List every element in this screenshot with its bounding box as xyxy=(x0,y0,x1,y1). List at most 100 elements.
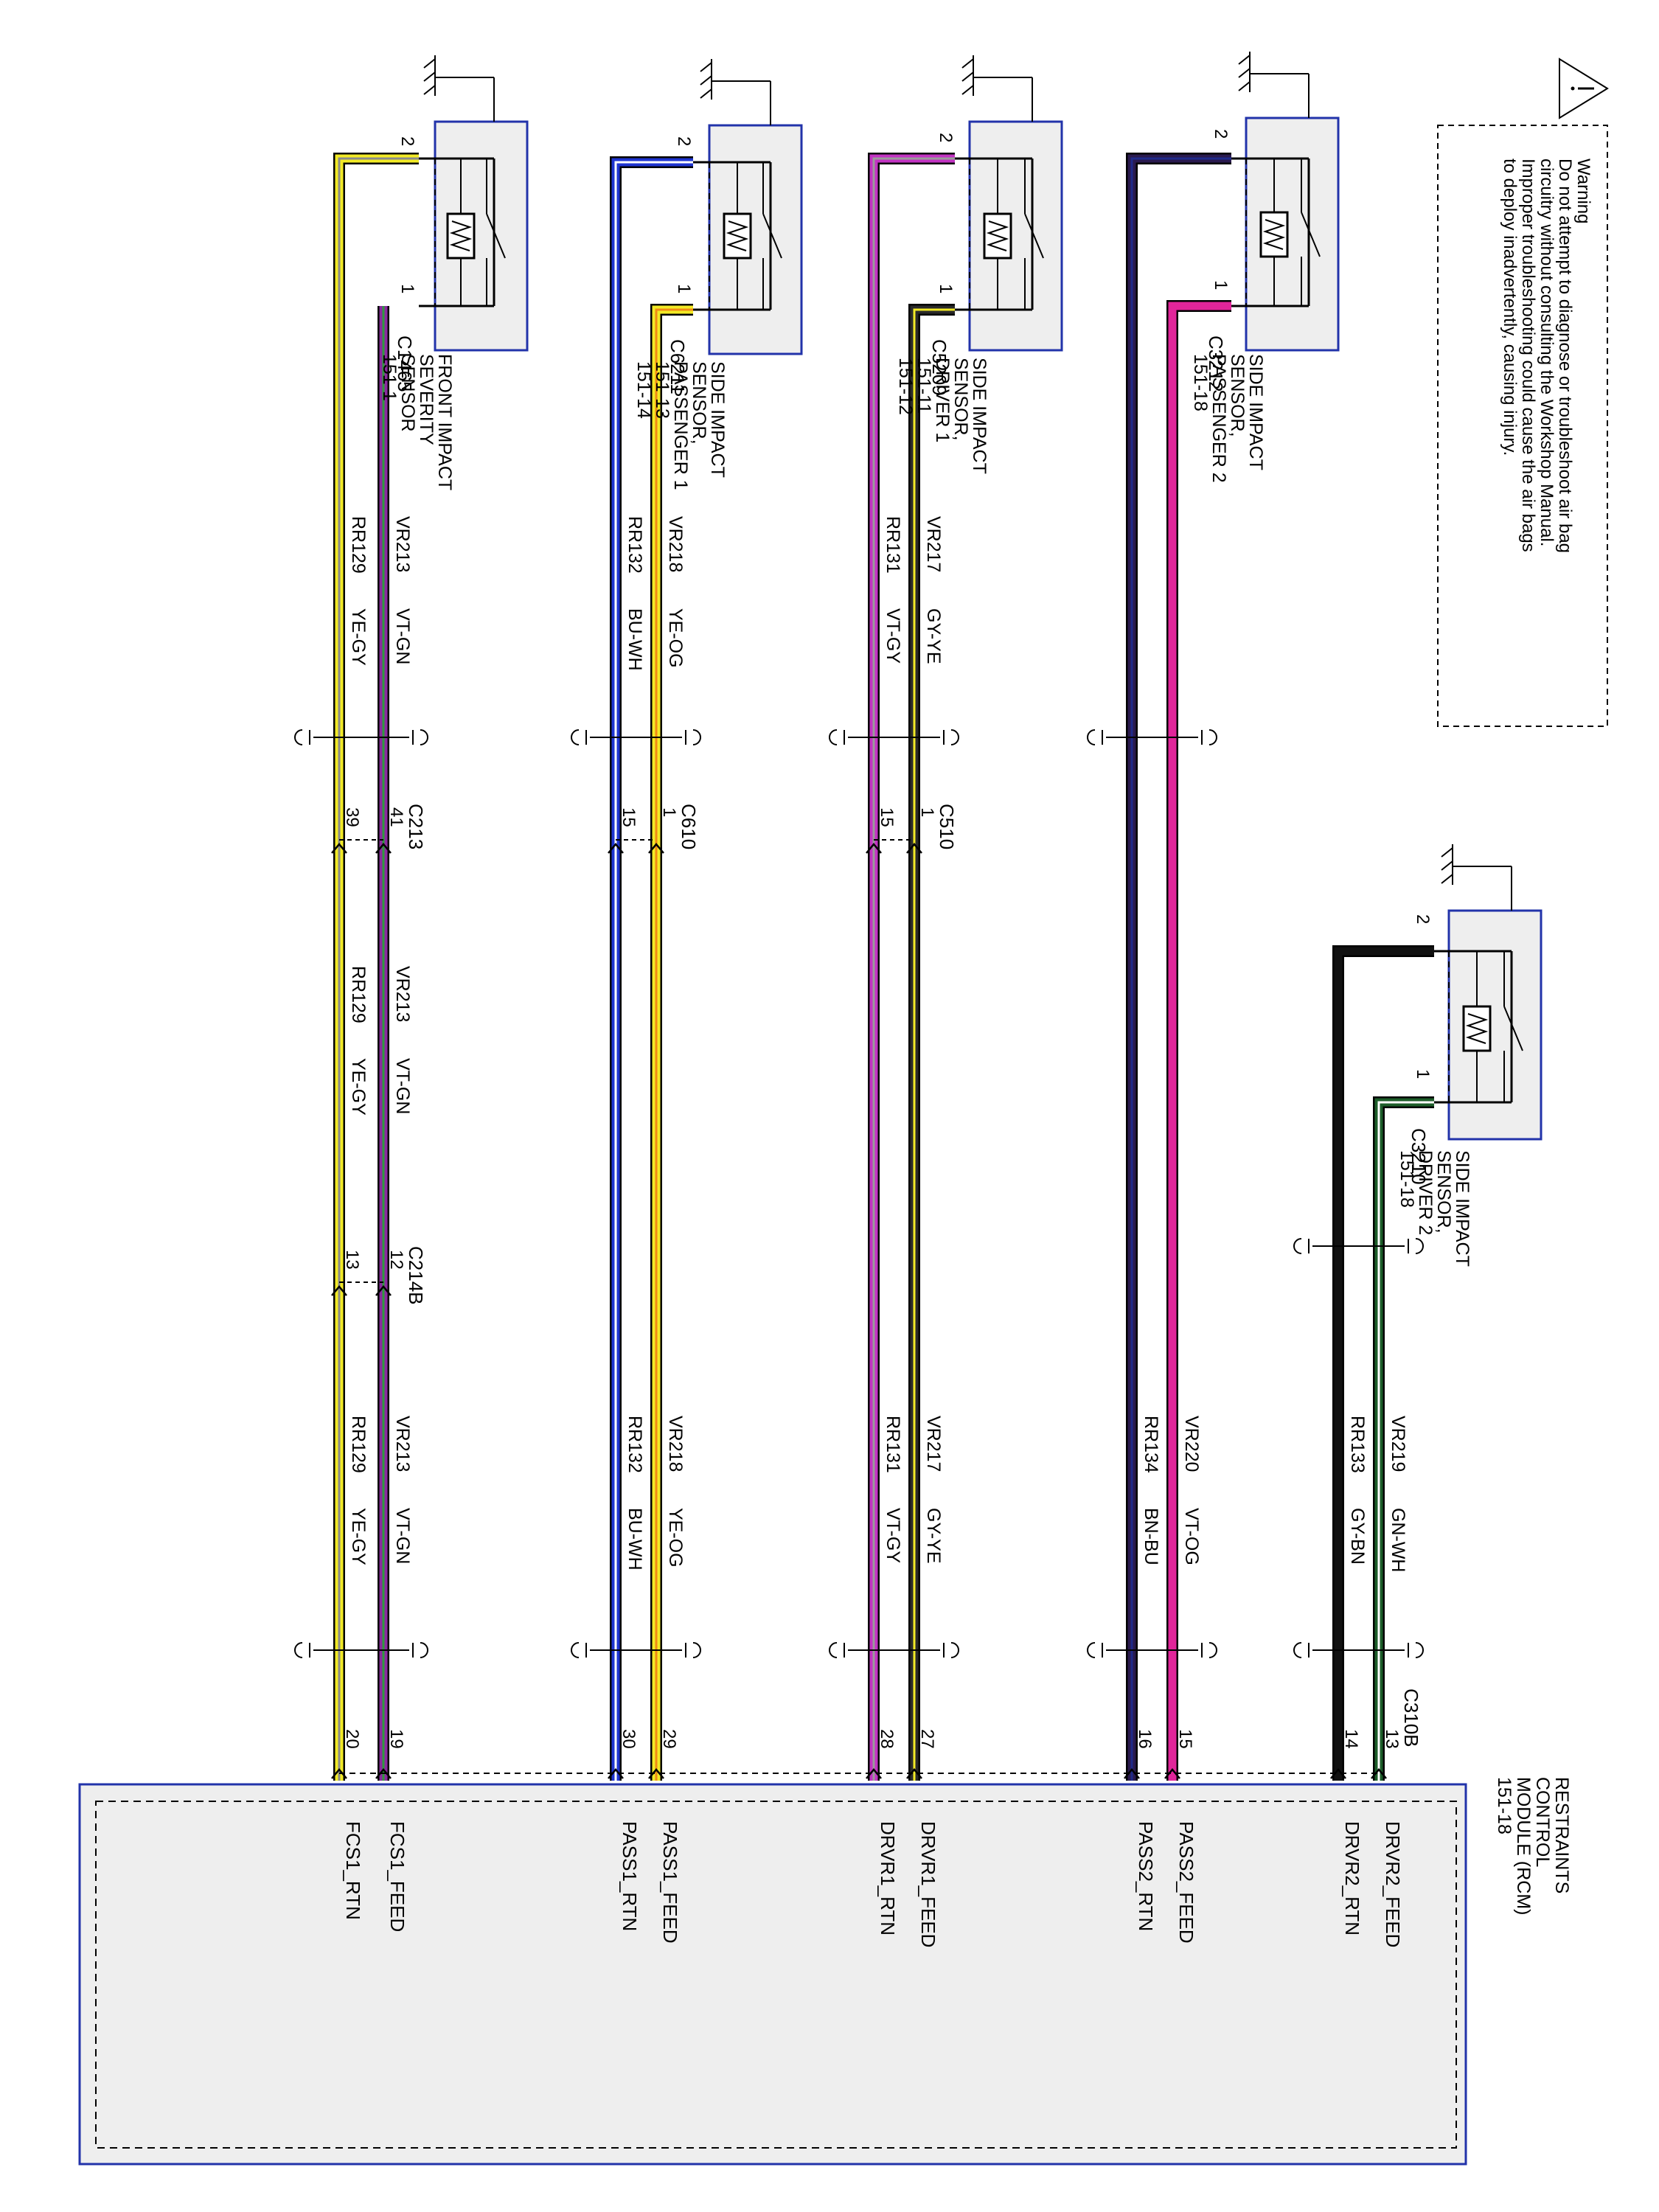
warning-line: circuitry without consulting the Worksho… xyxy=(1537,159,1557,546)
sensor-name-line: 151-18 xyxy=(1190,354,1211,411)
rcm-signal-name: DRVR1_FEED xyxy=(917,1821,939,1947)
connector-break-icon xyxy=(829,729,959,745)
inline-connector-name: C510 xyxy=(936,804,958,849)
sensor-name-line: SENSOR, xyxy=(689,361,709,445)
circuit-label: RR133 xyxy=(1347,1416,1368,1473)
warning-line: Improper troubleshooting could cause the… xyxy=(1518,159,1538,552)
connector-break-icon xyxy=(1087,1642,1217,1658)
pin-label: 1 xyxy=(917,807,937,817)
sensor-name-line: 151-14 xyxy=(633,361,654,419)
rcm-body xyxy=(78,1783,1467,2166)
circuit-label: RR134 xyxy=(1141,1416,1161,1473)
rcm-name-line: 151-18 xyxy=(1494,1777,1514,1834)
connector-break-icon xyxy=(294,1642,428,1658)
circuit-label: RR132 xyxy=(625,1416,645,1473)
circuit-label: RR129 xyxy=(348,966,369,1023)
circuit-label: VR218 xyxy=(665,1416,686,1472)
wire-fill xyxy=(1168,302,1231,1781)
pin-label: 1 xyxy=(659,807,679,817)
ground-icon xyxy=(423,55,436,96)
wire-color-label: VT-GN xyxy=(392,608,413,664)
pin-label: 1 xyxy=(936,284,956,293)
wire-stripe xyxy=(614,161,693,1781)
sensor-name-line: SEVERITY xyxy=(416,354,437,445)
rcm-pins: 19FCS1_FEED20FCS1_RTN29PASS1_FEED30PASS1… xyxy=(331,1729,1404,1947)
sensor-name-line: SIDE IMPACT xyxy=(1452,1150,1472,1267)
wire-labels: VR213VT-GNVR213VT-GNVR213VT-GNRR129YE-GY… xyxy=(348,516,1408,1572)
sensor-name-line: SIDE IMPACT xyxy=(1245,354,1266,470)
circuit-label: VR219 xyxy=(1388,1416,1408,1472)
wire-color-label: YE-GY xyxy=(348,608,369,666)
rcm-pin-number: 27 xyxy=(917,1729,937,1749)
rcm-name-line: MODULE (RCM) xyxy=(1513,1777,1534,1916)
sensor-name-line: 151-11 xyxy=(914,358,934,414)
connector-breaks xyxy=(294,729,1424,1658)
pin-label: 1 xyxy=(1413,1069,1433,1079)
inline-connector-name: C214B xyxy=(405,1246,427,1305)
circuit-label: RR131 xyxy=(883,516,903,574)
sensor-connector-label: C5209 xyxy=(928,339,950,396)
wire-stripes xyxy=(335,154,1434,1781)
wire-color-label: VT-GY xyxy=(883,1508,903,1563)
pin-label: 41 xyxy=(386,807,406,827)
circuit-label: RR131 xyxy=(883,1416,903,1473)
rcm-pin-number: 19 xyxy=(386,1729,406,1749)
connector-break-icon xyxy=(1087,729,1217,745)
sensor-name-line: 151-12 xyxy=(895,358,916,415)
inline-connector-name: C310B xyxy=(1400,1688,1422,1747)
wire-stripe xyxy=(655,308,693,1781)
wire-fill xyxy=(1334,947,1434,1781)
sensor-connector-label: C1465 xyxy=(394,335,416,392)
ground-icon xyxy=(1441,844,1453,885)
sensor-name-line: PASSENGER 1 xyxy=(670,361,691,490)
rcm-pin-number: 28 xyxy=(877,1729,897,1749)
circuit-label: RR132 xyxy=(625,516,645,574)
rcm-pin-number: 15 xyxy=(1175,1729,1195,1749)
wire-color-label: YE-GY xyxy=(348,1058,369,1116)
rcm-pin-number: 16 xyxy=(1135,1729,1155,1749)
circuit-label: VR213 xyxy=(392,1416,413,1472)
pin-label: 2 xyxy=(936,133,956,142)
sensor-name-line: 151-1 xyxy=(379,354,400,401)
connector-break-icon xyxy=(571,729,701,745)
warning-triangle-icon xyxy=(1559,58,1609,119)
connector-break-icon xyxy=(829,1642,959,1658)
wire-color-label: GY-YE xyxy=(923,608,944,664)
warning-line: Warning xyxy=(1573,159,1593,223)
sensor-side-impact-driver-1: 2 1 xyxy=(936,55,1063,352)
pin-label: 2 xyxy=(1413,914,1433,924)
ground-icon xyxy=(1238,52,1251,92)
connector-break-icon xyxy=(294,729,428,745)
sensor-name-line: SENSOR, xyxy=(1227,354,1248,437)
rcm-name-line: CONTROL xyxy=(1532,1777,1553,1867)
circuit-label: VR220 xyxy=(1181,1416,1202,1472)
rcm-signal-name: PASS1_FEED xyxy=(659,1821,681,1944)
pin-label: 13 xyxy=(342,1250,362,1270)
circuit-label: VR217 xyxy=(923,516,944,572)
rcm-signal-name: FCS1_RTN xyxy=(342,1821,364,1920)
sensor-front-impact-severity: 2 1 xyxy=(397,55,529,352)
pin-label: 2 xyxy=(397,136,417,146)
circuit-label: RR129 xyxy=(348,1416,369,1473)
wire-stripe xyxy=(1130,157,1231,1781)
rcm-pin-number: 29 xyxy=(659,1729,679,1749)
sensor-side-impact-passenger-2: 2 1 xyxy=(1211,52,1340,352)
sensor-name-line: PASSENGER 2 xyxy=(1208,354,1229,483)
